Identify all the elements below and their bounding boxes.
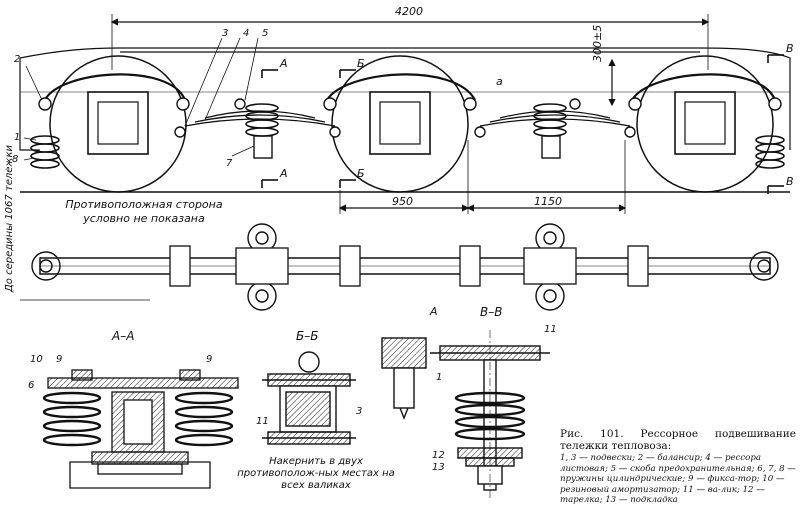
- dim-right-span: 1150: [534, 195, 562, 208]
- part-label-4: 4: [243, 28, 250, 39]
- dim-overall: 4200: [395, 5, 423, 18]
- part-label-1: 1: [14, 132, 21, 143]
- view-label-a: А: [430, 305, 438, 318]
- section-title-bb: Б–Б: [296, 329, 319, 343]
- part-label-8: 8: [12, 154, 19, 165]
- section-mark-b-bottom: Б: [357, 167, 365, 180]
- part-label-5: 5: [262, 28, 269, 39]
- part-label-13: 13: [432, 462, 445, 473]
- dim-gap-a: a: [496, 75, 503, 88]
- note-opposite-side: Противоположная сторона условно не показ…: [44, 198, 244, 226]
- caption-legend: 1, 3 — подвески; 2 — балансир; 4 — рессо…: [560, 453, 796, 505]
- part-label-3-bb: 3: [356, 406, 363, 417]
- section-mark-v-top: В: [786, 42, 794, 55]
- part-label-9-right: 9: [206, 354, 213, 365]
- part-label-3: 3: [222, 28, 229, 39]
- section-mark-a-bottom: А: [280, 167, 288, 180]
- section-mark-v-bottom: В: [786, 175, 794, 188]
- part-label-10: 10: [30, 354, 43, 365]
- part-label-7: 7: [226, 158, 233, 169]
- note-opposite-side-text: Противоположная сторона условно не показ…: [65, 198, 223, 225]
- part-label-1-vv: 1: [436, 372, 443, 383]
- dim-to-center: До середины 1067 тележки: [4, 145, 15, 292]
- part-label-6: 6: [28, 380, 35, 391]
- section-mark-a-top: А: [280, 57, 288, 70]
- part-label-9-left: 9: [56, 354, 63, 365]
- caption-title: Рис. 101. Рессорное подвешивание тележки…: [560, 428, 796, 452]
- note-kern-text: Накернить в двух противополож-ных местах…: [237, 456, 395, 491]
- note-kern: Накернить в двух противополож-ных местах…: [236, 456, 396, 492]
- dim-left-span: 950: [392, 195, 413, 208]
- part-label-11-vv: 11: [544, 324, 557, 335]
- dim-clearance: 300±5: [591, 24, 604, 62]
- part-label-12: 12: [432, 450, 445, 461]
- section-title-vv: В–В: [480, 305, 503, 319]
- section-mark-b-top: Б: [357, 57, 365, 70]
- part-label-11-bb: 11: [256, 416, 269, 427]
- part-label-2: 2: [14, 54, 21, 65]
- figure-caption: Рис. 101. Рессорное подвешивание тележки…: [560, 428, 796, 506]
- section-title-aa: А–А: [112, 329, 135, 343]
